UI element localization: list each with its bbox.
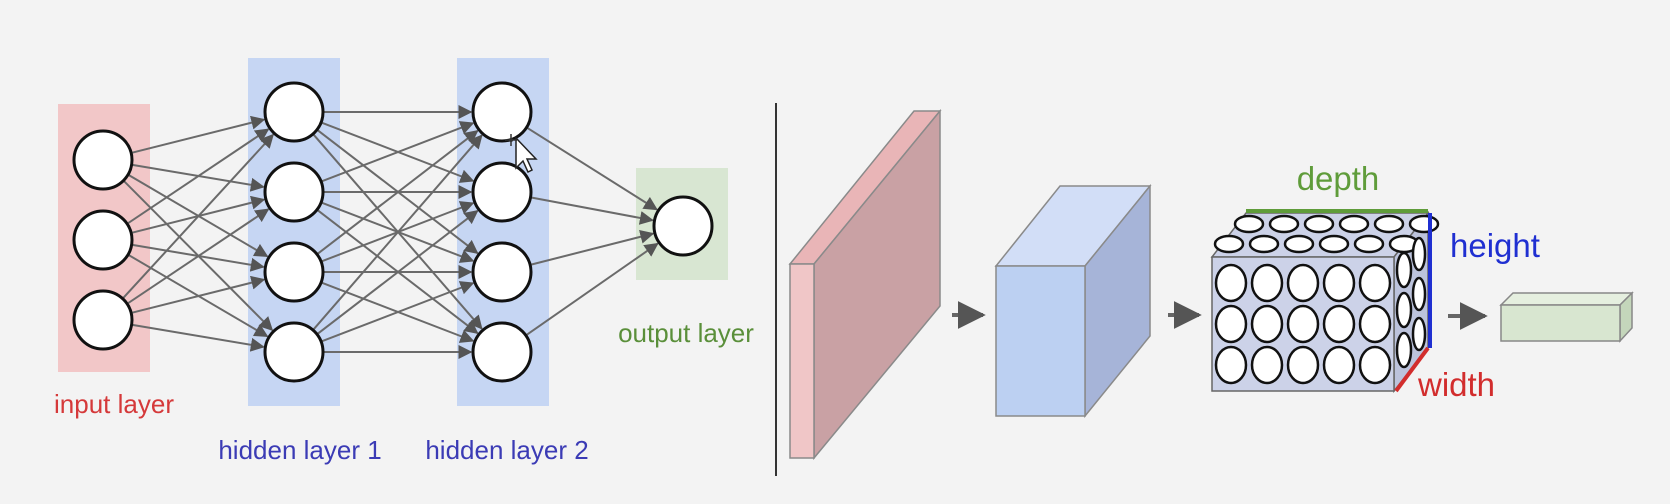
front-neuron [1358,345,1392,385]
connection-arrow [530,196,654,225]
front-neuron [1358,304,1392,344]
conv-volume-cube [994,183,1152,419]
side-neuron [1395,291,1413,329]
connection-arrow [316,210,479,336]
connection-arrow [525,242,659,337]
top-neuron [1283,234,1315,254]
front-neuron [1358,263,1392,303]
front-neuron [1322,304,1356,344]
flat-output-vector [1499,291,1634,343]
input-layer-label: input layer [54,389,174,419]
nodes [72,81,714,383]
front-neuron [1214,304,1248,344]
hidden2-node [471,321,533,383]
front-neuron [1214,263,1248,303]
width-label: width [1417,366,1495,403]
hidden1-node [263,161,325,223]
connection-arrow [316,130,479,256]
front-neuron [1214,345,1248,385]
front-neuron [1286,304,1320,344]
input-image-slab [788,108,942,461]
connection-arrow [529,229,655,266]
neuron-volume-block [1210,209,1440,394]
connection-arrow [130,115,266,154]
input-node [72,129,134,191]
front-neuron [1250,304,1284,344]
connections [121,105,659,359]
neuron-grid-circles [1213,214,1440,385]
side-neuron [1411,236,1427,272]
top-neuron [1248,234,1280,254]
connection-arrow [526,126,658,211]
connection-arrow [312,134,483,331]
input-node [72,209,134,271]
front-neuron [1250,345,1284,385]
front-neuron [1286,263,1320,303]
hidden-layer-2-label: hidden layer 2 [425,435,588,465]
connection-arrow [130,275,266,314]
hidden2-node [471,161,533,223]
side-neuron [1395,331,1413,369]
side-neuron [1395,251,1413,289]
top-neuron [1303,214,1335,234]
top-neuron [1353,234,1385,254]
output-layer-label: output layer [618,318,754,348]
top-neuron [1338,214,1370,234]
front-neuron [1322,263,1356,303]
top-neuron [1268,214,1300,234]
hidden2-node [471,241,533,303]
connection-arrow [320,121,475,183]
width-edge [1394,346,1430,393]
top-neuron [1373,214,1405,234]
top-neuron [1233,214,1265,234]
hidden-layer-1-label: hidden layer 1 [218,435,381,465]
side-neuron [1411,316,1427,352]
connection-arrow [121,133,274,300]
convolutional-network: depth height width [788,108,1634,461]
connection-arrow [320,281,475,343]
input-node [72,289,134,351]
hidden2-node [471,81,533,143]
fully-connected-network: input layer hidden layer 1 hidden layer … [54,58,754,465]
connection-arrow [126,128,270,225]
front-neuron [1286,345,1320,385]
side-neuron [1411,276,1427,312]
front-neuron [1250,263,1284,303]
top-neuron [1213,234,1245,254]
hidden1-node [263,241,325,303]
top-neuron [1318,234,1350,254]
front-neuron [1322,345,1356,385]
output-node [652,195,714,257]
height-label: height [1450,227,1540,264]
mouse-cursor-icon [505,134,538,174]
depth-label: depth [1297,160,1380,197]
connection-arrow [131,323,265,352]
connection-arrow [126,208,270,305]
hidden1-node [263,321,325,383]
hidden1-node [263,81,325,143]
top-neuron [1408,214,1440,234]
